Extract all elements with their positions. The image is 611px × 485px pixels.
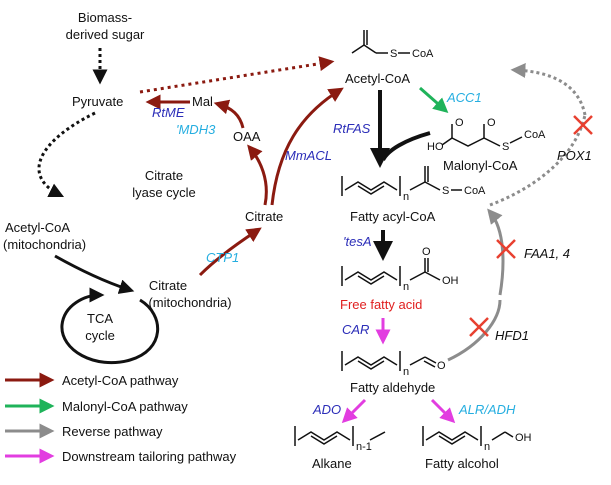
alkane-label: Alkane bbox=[312, 456, 352, 471]
tca-label-1: TCA bbox=[87, 311, 113, 326]
aldehyde-o: O bbox=[437, 360, 446, 372]
arrow-citrate-to-oaa bbox=[247, 144, 268, 206]
citrate-lyase-label-1: Citrate bbox=[145, 168, 183, 183]
ffa-oh: OH bbox=[442, 275, 459, 287]
tca-cycle-loop bbox=[60, 287, 160, 365]
tca-label-2: cycle bbox=[85, 328, 115, 343]
legend-label-reverse: Reverse pathway bbox=[62, 424, 163, 439]
enzyme-mmacl: MmACL bbox=[285, 148, 332, 163]
arrow-oaa-to-mal bbox=[213, 99, 245, 129]
arrow-malonyl-to-fas bbox=[381, 131, 431, 162]
citrate-label: Citrate bbox=[245, 209, 283, 224]
malonyl-s: S bbox=[502, 141, 509, 153]
fatty-aldehyde-label: Fatty aldehyde bbox=[350, 380, 435, 395]
legend-label-malonylcoa: Malonyl-CoA pathway bbox=[62, 399, 188, 414]
fattyacyl-n: n bbox=[403, 191, 409, 203]
fatty-alcohol-label: Fatty alcohol bbox=[425, 456, 499, 471]
pyruvate-label: Pyruvate bbox=[72, 94, 123, 109]
enzyme-rtme: RtME bbox=[152, 105, 185, 120]
citrate-mito-label-2: (mitochondria) bbox=[148, 295, 231, 310]
fattyacyl-coa: CoA bbox=[464, 185, 486, 197]
ffa-n: n bbox=[403, 281, 409, 293]
citrate-lyase-label-2: lyase cycle bbox=[132, 185, 196, 200]
acetylcoa-structure: S CoA bbox=[351, 30, 434, 60]
citrate-mito-label-1: Citrate bbox=[149, 278, 187, 293]
enzyme-alr-adh: ALR/ADH bbox=[458, 402, 516, 417]
enzyme-mdh3: 'MDH3 bbox=[176, 122, 216, 137]
ffa-structure: n O OH bbox=[341, 246, 459, 293]
malonylcoa-structure: HO O O S CoA bbox=[427, 117, 546, 153]
faa-cross-icon bbox=[496, 239, 516, 259]
hfd1-cross-icon bbox=[469, 317, 489, 337]
ffa-o: O bbox=[422, 246, 431, 258]
arrow-acetylcoa-mito-to-citrate-mito bbox=[54, 254, 135, 294]
acetylcoa-label: Acetyl-CoA bbox=[345, 71, 410, 86]
pox1-cross-icon bbox=[573, 115, 593, 135]
fattyacylcoa-label: Fatty acyl-CoA bbox=[350, 209, 436, 224]
fattyacyl-s: S bbox=[442, 185, 449, 197]
legend-label-downstream: Downstream tailoring pathway bbox=[62, 449, 237, 464]
enzyme-hfd1: HFD1 bbox=[495, 328, 529, 343]
alkane-structure: n-1 bbox=[294, 426, 386, 453]
alcohol-n: n bbox=[484, 441, 490, 453]
enzyme-ado: ADO bbox=[312, 402, 341, 417]
arrow-ado bbox=[341, 398, 367, 424]
arrow-hfd1 bbox=[447, 299, 502, 362]
fattyacyl-structure: n S CoA bbox=[341, 166, 486, 203]
malonyl-ho: HO bbox=[427, 141, 444, 153]
arrow-pyruvate-to-acetylcoa-mito bbox=[37, 111, 96, 198]
free-fatty-acid-label: Free fatty acid bbox=[340, 297, 422, 312]
enzyme-car: CAR bbox=[342, 322, 369, 337]
arrow-alr-adh bbox=[430, 398, 456, 424]
malonyl-o1: O bbox=[455, 117, 464, 129]
malonyl-coa: CoA bbox=[524, 129, 546, 141]
alcohol-structure: n OH bbox=[422, 426, 532, 453]
acetylcoa-s: S bbox=[390, 48, 397, 60]
enzyme-acc1: ACC1 bbox=[446, 90, 482, 105]
acetylcoa-mito-label-2: (mitochondria) bbox=[3, 237, 86, 252]
biomass-label-1: Biomass- bbox=[78, 10, 132, 25]
malonylcoa-label: Malonyl-CoA bbox=[443, 158, 518, 173]
acetylcoa-coa: CoA bbox=[412, 48, 434, 60]
enzyme-pox1: POX1 bbox=[557, 148, 592, 163]
arrow-acc1 bbox=[419, 86, 449, 113]
enzyme-rtfas: RtFAS bbox=[333, 121, 371, 136]
alkane-n: n-1 bbox=[356, 441, 372, 453]
arrow-faa bbox=[487, 208, 505, 296]
aldehyde-structure: n O bbox=[341, 351, 446, 378]
biomass-label-2: derived sugar bbox=[66, 27, 145, 42]
enzyme-tesa: 'tesA bbox=[343, 234, 372, 249]
arrow-citrate-to-acetylcoa bbox=[270, 87, 344, 206]
arrow-citrate-mito-to-citrate bbox=[198, 227, 262, 277]
aldehyde-n: n bbox=[403, 366, 409, 378]
arrow-pyruvate-to-acetylcoa bbox=[139, 56, 335, 94]
alcohol-oh: OH bbox=[515, 432, 532, 444]
arrow-pox1-top bbox=[510, 62, 587, 116]
malonyl-o2: O bbox=[487, 117, 496, 129]
legend-label-acetylcoa: Acetyl-CoA pathway bbox=[62, 373, 179, 388]
acetylcoa-mito-label-1: Acetyl-CoA bbox=[5, 220, 70, 235]
mal-label: Mal bbox=[192, 94, 213, 109]
oaa-label: OAA bbox=[233, 129, 261, 144]
enzyme-ctp1: CTP1 bbox=[206, 250, 239, 265]
enzyme-faa14: FAA1, 4 bbox=[524, 246, 570, 261]
legend: Acetyl-CoA pathway Malonyl-CoA pathway R… bbox=[5, 372, 237, 464]
